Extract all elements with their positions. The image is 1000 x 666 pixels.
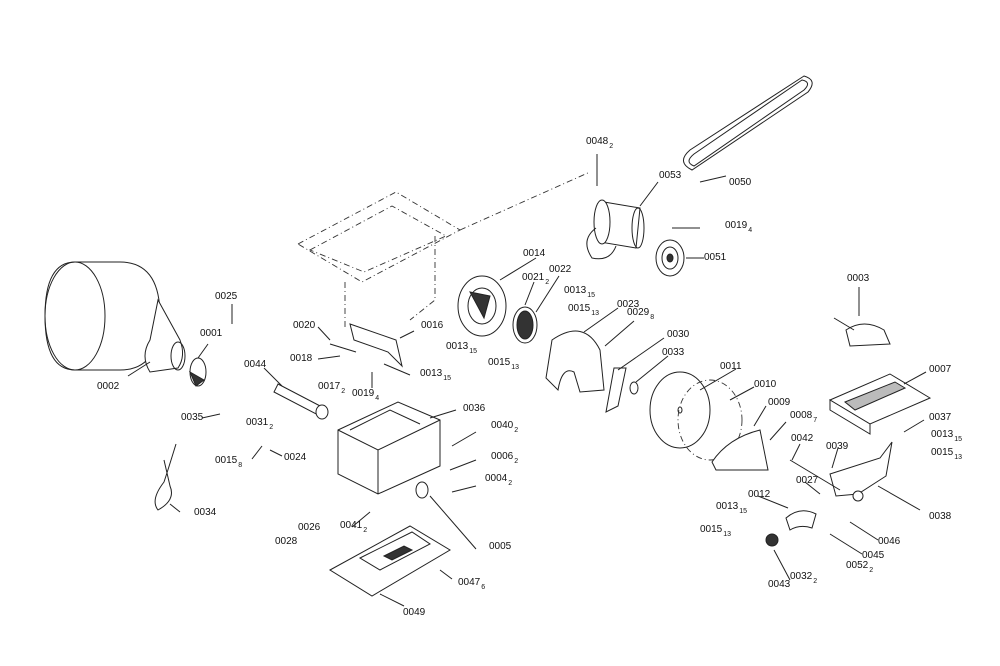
label-0010: 0010 [754, 379, 777, 390]
chute [605, 367, 627, 413]
miter-gauge [833, 317, 891, 347]
lock-knob [765, 533, 779, 547]
blower-housing [457, 275, 507, 337]
label-0016: 0016 [421, 320, 444, 331]
label-0032: 00322 [790, 571, 818, 586]
label-0036: 0036 [463, 403, 486, 414]
label-0003: 0003 [847, 273, 870, 284]
label-0040: 00402 [491, 420, 519, 435]
hose-clamp [188, 357, 207, 387]
label-0014: 0014 [523, 248, 546, 259]
o-ring [629, 381, 639, 395]
label-0019-a: 00194 [352, 388, 380, 403]
label-0004: 00042 [485, 473, 513, 488]
label-0023: 0023 [617, 299, 640, 310]
label-0009: 0009 [768, 397, 791, 408]
table [828, 373, 932, 435]
leader-lines [127, 154, 927, 607]
label-0029: 00298 [627, 307, 655, 322]
label-0051: 0051 [704, 252, 727, 263]
bracket [349, 323, 403, 368]
label-0019-b: 00194 [725, 220, 753, 235]
dust-bag [44, 261, 186, 373]
rod [789, 459, 841, 491]
label-0045: 0045 [862, 550, 885, 561]
label-0018: 0018 [290, 353, 313, 364]
label-0042: 0042 [791, 433, 814, 444]
label-0011: 0011 [720, 361, 742, 372]
label-0044: 0044 [244, 359, 267, 370]
label-0006: 00062 [491, 451, 519, 466]
label-0047: 00476 [458, 577, 486, 592]
label-0031: 00312 [246, 417, 274, 432]
label-0007: 0007 [929, 364, 952, 375]
label-0015-b: 001513 [488, 357, 520, 372]
label-0020: 0020 [293, 320, 316, 331]
label-0026: 0026 [298, 522, 321, 533]
label-0034: 0034 [194, 507, 217, 518]
label-0015-a: 001513 [568, 303, 600, 318]
label-0013-d: 001315 [931, 429, 963, 444]
impeller [512, 306, 538, 344]
label-0001: 0001 [200, 328, 223, 339]
label-0052: 00522 [846, 560, 874, 575]
label-0030: 0030 [667, 329, 690, 340]
power-cord [154, 443, 177, 511]
label-0024: 0024 [284, 452, 307, 463]
blades [649, 371, 743, 461]
trunnion [785, 510, 817, 531]
label-0037: 0037 [929, 412, 952, 423]
cabinet [337, 401, 441, 495]
label-0015-e: 001513 [700, 524, 732, 539]
label-0053: 0053 [659, 170, 682, 181]
table-arm [829, 441, 893, 502]
pulley [655, 239, 685, 277]
label-0038: 0038 [929, 511, 952, 522]
tube [273, 383, 329, 420]
label-0050: 0050 [729, 177, 752, 188]
label-0015-d: 001513 [931, 447, 963, 462]
label-0049: 0049 [403, 607, 426, 618]
label-0015-c: 00158 [215, 455, 243, 470]
blade-guard [545, 330, 605, 393]
label-0027: 0027 [796, 475, 819, 486]
label-0043: 0043 [768, 579, 791, 590]
label-0013-b: 001315 [446, 341, 478, 356]
label-0012: 0012 [748, 489, 771, 500]
label-0013-c: 001315 [420, 368, 452, 383]
label-0017: 00172 [318, 381, 346, 396]
label-0028: 0028 [275, 536, 298, 547]
label-0008: 00087 [790, 410, 818, 425]
label-0046: 0046 [878, 536, 901, 547]
label-0035: 0035 [181, 412, 204, 423]
label-0025: 0025 [215, 291, 238, 302]
label-0013-e: 001315 [716, 501, 748, 516]
motor-mount-plate [297, 171, 591, 328]
label-0021: 00212 [522, 272, 550, 287]
cover [711, 429, 769, 471]
belt [683, 75, 813, 171]
label-0033: 0033 [662, 347, 685, 358]
label-0005: 0005 [489, 541, 512, 552]
label-0039: 0039 [826, 441, 849, 452]
label-0041: 00412 [340, 520, 368, 535]
base-plate [329, 525, 451, 597]
motor [586, 199, 645, 260]
handle [329, 343, 357, 353]
knob [415, 481, 429, 499]
label-0022: 0022 [549, 264, 572, 275]
label-0013-a: 001315 [564, 285, 596, 300]
label-0048: 00482 [586, 136, 614, 151]
label-0002: 0002 [97, 381, 120, 392]
